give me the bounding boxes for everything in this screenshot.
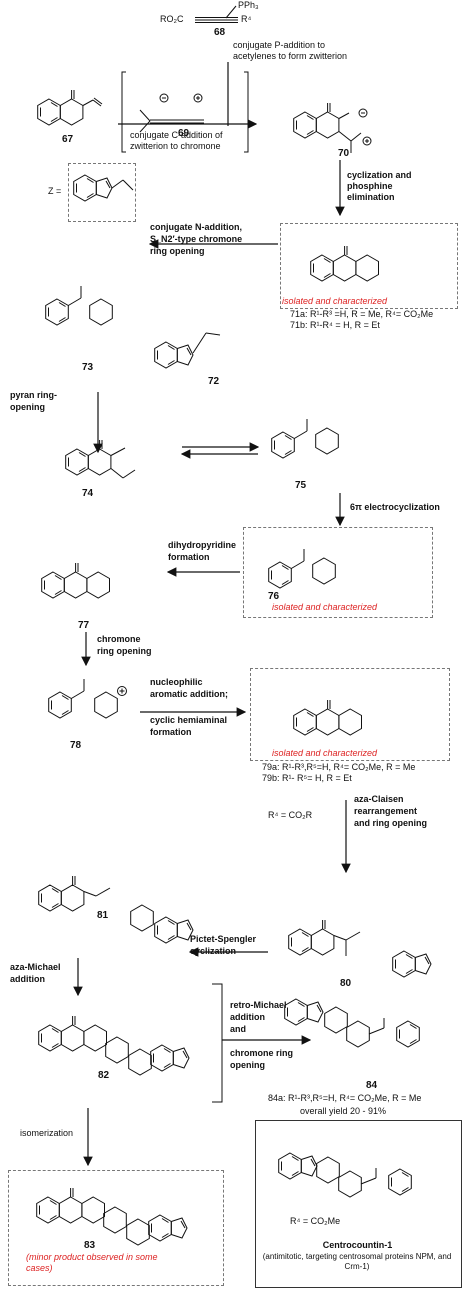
step-cyclization: cyclization and phosphine elimination	[347, 170, 412, 202]
compound-label-76: 76	[268, 591, 280, 602]
isolated-box-71	[280, 223, 458, 309]
compound-label-70: 70	[338, 148, 350, 159]
step-retro-michael-1: retro-Michael	[230, 1000, 287, 1010]
structure-75	[271, 419, 339, 459]
step-electrocyclization: 6π electrocyclization	[350, 502, 440, 512]
structure-74	[66, 440, 136, 479]
compound-label-75: 75	[295, 480, 307, 491]
compound-79b-definition: 79b: R¹- R⁵= H, R = Et	[262, 773, 352, 783]
compound-label-72: 72	[208, 376, 220, 387]
structure-78	[48, 679, 127, 719]
step-aza-claisen-2: rearrangement	[354, 806, 418, 816]
step-dihydropyridine-1: dihydropyridine	[168, 540, 237, 550]
step-snar-4: formation	[150, 727, 192, 737]
reagent-68-ester: RO₂C	[160, 14, 184, 24]
z-equals-label: Z =	[48, 186, 62, 196]
compound-label-81: 81	[97, 910, 109, 921]
step-aza-michael-1: aza-Michael	[10, 962, 61, 972]
minor-product-note: (minor product observed in some cases)	[26, 1252, 158, 1273]
structure-77	[42, 563, 110, 599]
step-pyran-opening-2: opening	[10, 402, 45, 412]
reagent-68-pph3: PPh₃	[238, 0, 259, 10]
step-n-addition-1: conjugate N-addition,	[150, 222, 242, 232]
structure-68	[195, 5, 238, 23]
reagent-68-r4: R⁴	[241, 14, 252, 24]
isolated-box-76	[243, 527, 433, 618]
step-aza-claisen-3: and ring opening	[354, 818, 427, 828]
step-dihydropyridine-2: formation	[168, 552, 210, 562]
compound-84a-definition: 84a: R¹-R³,R⁵=H, R⁴= CO₂Me, R = Me	[268, 1093, 422, 1103]
bracket-69-left	[121, 71, 126, 153]
compound-label-67: 67	[62, 134, 74, 145]
compound-label-84: 84	[366, 1080, 378, 1091]
structure-centrocountin	[279, 1153, 412, 1198]
structure-67	[38, 90, 103, 125]
compound-label-78: 78	[70, 740, 82, 751]
structure-81	[39, 876, 193, 943]
isolated-note-76: isolated and characterized	[272, 602, 378, 612]
isolated-box-79	[250, 668, 450, 761]
structure-76	[268, 549, 336, 589]
step-chromone-opening-1: chromone	[97, 634, 141, 644]
compound-label-69: 69	[178, 128, 190, 139]
step-retro-michael-5: opening	[230, 1060, 265, 1070]
centrocountin-description: (antimitotic, targeting centrosomal prot…	[262, 1252, 452, 1271]
step-snar-2: aromatic addition;	[150, 689, 229, 699]
compound-label-68: 68	[214, 27, 226, 38]
bracket-69-right	[244, 71, 249, 153]
compound-label-77: 77	[78, 620, 90, 631]
step-pictet-spengler-1: Pictet-Spengler	[190, 934, 257, 944]
z-substituent-box	[68, 163, 136, 222]
compound-label-73: 73	[82, 362, 94, 373]
compound-79a-definition: 79a: R¹-R³,R⁵=H, R⁴= CO₂Me, R = Me	[262, 762, 416, 772]
centrocountin-name: Centrocountin-1	[322, 1240, 393, 1250]
condition-r4: R⁴ = CO₂R	[268, 810, 313, 820]
structure-70	[294, 103, 372, 153]
step-p-addition: conjugate P-addition to acetylenes to fo…	[233, 40, 348, 61]
compound-71b-definition: 71b: R¹-R⁴ = H, R = Et	[290, 320, 380, 330]
compound-label-80: 80	[340, 978, 352, 989]
overall-yield: overall yield 20 - 91%	[300, 1106, 387, 1116]
structure-82	[39, 1016, 189, 1076]
structure-69	[139, 93, 204, 133]
structure-73	[45, 286, 113, 326]
isolated-note-71: isolated and characterized	[282, 296, 388, 306]
step-isomerization: isomerization	[20, 1128, 74, 1138]
structure-80	[289, 920, 431, 977]
step-snar-3: cyclic hemiaminal	[150, 715, 228, 725]
compound-label-82: 82	[98, 1070, 110, 1081]
centrocountin-box	[255, 1120, 462, 1288]
step-retro-michael-4: chromone ring	[230, 1048, 294, 1058]
compound-label-74: 74	[82, 488, 94, 499]
step-aza-claisen-1: aza-Claisen	[354, 794, 404, 804]
bracket-82	[212, 983, 223, 1103]
step-pyran-opening-1: pyran ring-	[10, 390, 58, 400]
isolated-note-79: isolated and characterized	[272, 748, 378, 758]
step-retro-michael-2: addition	[230, 1012, 265, 1022]
step-aza-michael-2: addition	[10, 974, 45, 984]
compound-71a-definition: 71a: R¹-R³ =H, R = Me, R⁴= CO₂Me	[290, 309, 434, 319]
compound-label-83: 83	[84, 1240, 96, 1251]
structure-84	[285, 999, 420, 1048]
step-n-addition-3: ring opening	[150, 246, 205, 256]
structure-z-indole	[74, 175, 134, 201]
step-pictet-spengler-2: cyclization	[190, 946, 237, 956]
step-c-addition: conjugate C-addition of zwitterion to ch…	[130, 130, 223, 151]
step-retro-michael-3: and	[230, 1024, 247, 1034]
step-chromone-opening-2: ring opening	[97, 646, 152, 656]
centrocountin-r4: R⁴ = CO₂Me	[290, 1216, 341, 1226]
minor-product-box	[8, 1170, 224, 1286]
structure-72	[155, 332, 221, 368]
step-snar-1: nucleophilic	[150, 677, 203, 687]
step-n-addition-2: S_N2′-type chromone	[150, 234, 243, 244]
